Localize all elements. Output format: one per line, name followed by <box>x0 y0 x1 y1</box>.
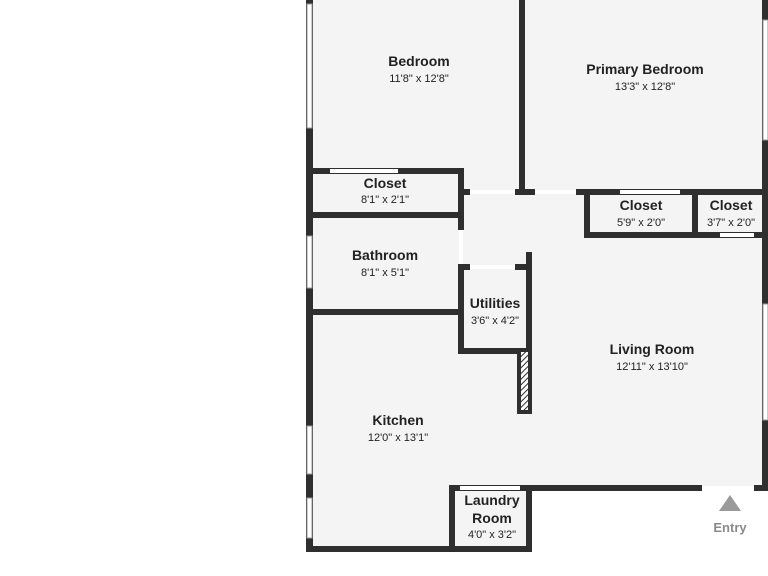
window-bedroom <box>306 3 313 129</box>
door-entry <box>702 486 754 490</box>
room-dims-utilities: 3'6" x 4'2" <box>471 315 519 327</box>
room-name-laundry-line2: Room <box>472 510 512 526</box>
window-kitchen-1 <box>306 425 313 475</box>
entry-label: Entry <box>713 520 747 535</box>
window-living <box>762 303 768 421</box>
room-name-utilities: Utilities <box>470 295 521 311</box>
room-dims-closet-bedroom: 8'1" x 2'1" <box>361 194 409 206</box>
door-closet-a <box>620 190 680 194</box>
entry-arrow-icon <box>719 495 741 511</box>
floor-areas <box>310 0 768 550</box>
door-bedroom <box>470 190 515 194</box>
room-name-closet-a: Closet <box>620 197 663 213</box>
door-bathroom <box>459 230 463 264</box>
door-closet-b <box>720 233 754 237</box>
room-dims-closet-a: 5'9" x 2'0" <box>617 217 665 229</box>
room-name-living-room: Living Room <box>610 341 695 357</box>
room-dims-bathroom: 8'1" x 5'1" <box>361 267 409 279</box>
room-name-closet-b: Closet <box>710 197 753 213</box>
room-labels: Bedroom 11'8" x 12'8" Primary Bedroom 13… <box>352 53 755 541</box>
room-name-primary-bedroom: Primary Bedroom <box>586 61 703 77</box>
room-dims-laundry: 4'0" x 3'2" <box>468 529 516 541</box>
door-laundry <box>460 486 520 490</box>
room-dims-closet-b: 3'7" x 2'0" <box>707 217 755 229</box>
room-name-kitchen: Kitchen <box>372 412 423 428</box>
room-dims-primary-bedroom: 13'3" x 12'8" <box>615 81 675 93</box>
room-name-bedroom: Bedroom <box>388 53 449 69</box>
room-dims-bedroom: 11'8" x 12'8" <box>389 73 449 85</box>
door-primary <box>535 190 576 194</box>
windows <box>306 3 768 539</box>
doors <box>330 169 754 490</box>
entry-marker: Entry <box>713 495 747 535</box>
window-kitchen-2 <box>306 497 313 539</box>
room-name-bathroom: Bathroom <box>352 247 418 263</box>
room-dims-kitchen: 12'0" x 13'1" <box>368 432 428 444</box>
window-bathroom <box>306 235 313 289</box>
door-bedroom-closet <box>330 169 398 173</box>
room-name-closet-bedroom: Closet <box>364 175 407 191</box>
door-utilities <box>470 265 515 269</box>
room-name-laundry-line1: Laundry <box>464 492 519 508</box>
room-dims-living-room: 12'11" x 13'10" <box>616 361 688 373</box>
window-primary-1 <box>762 19 768 141</box>
